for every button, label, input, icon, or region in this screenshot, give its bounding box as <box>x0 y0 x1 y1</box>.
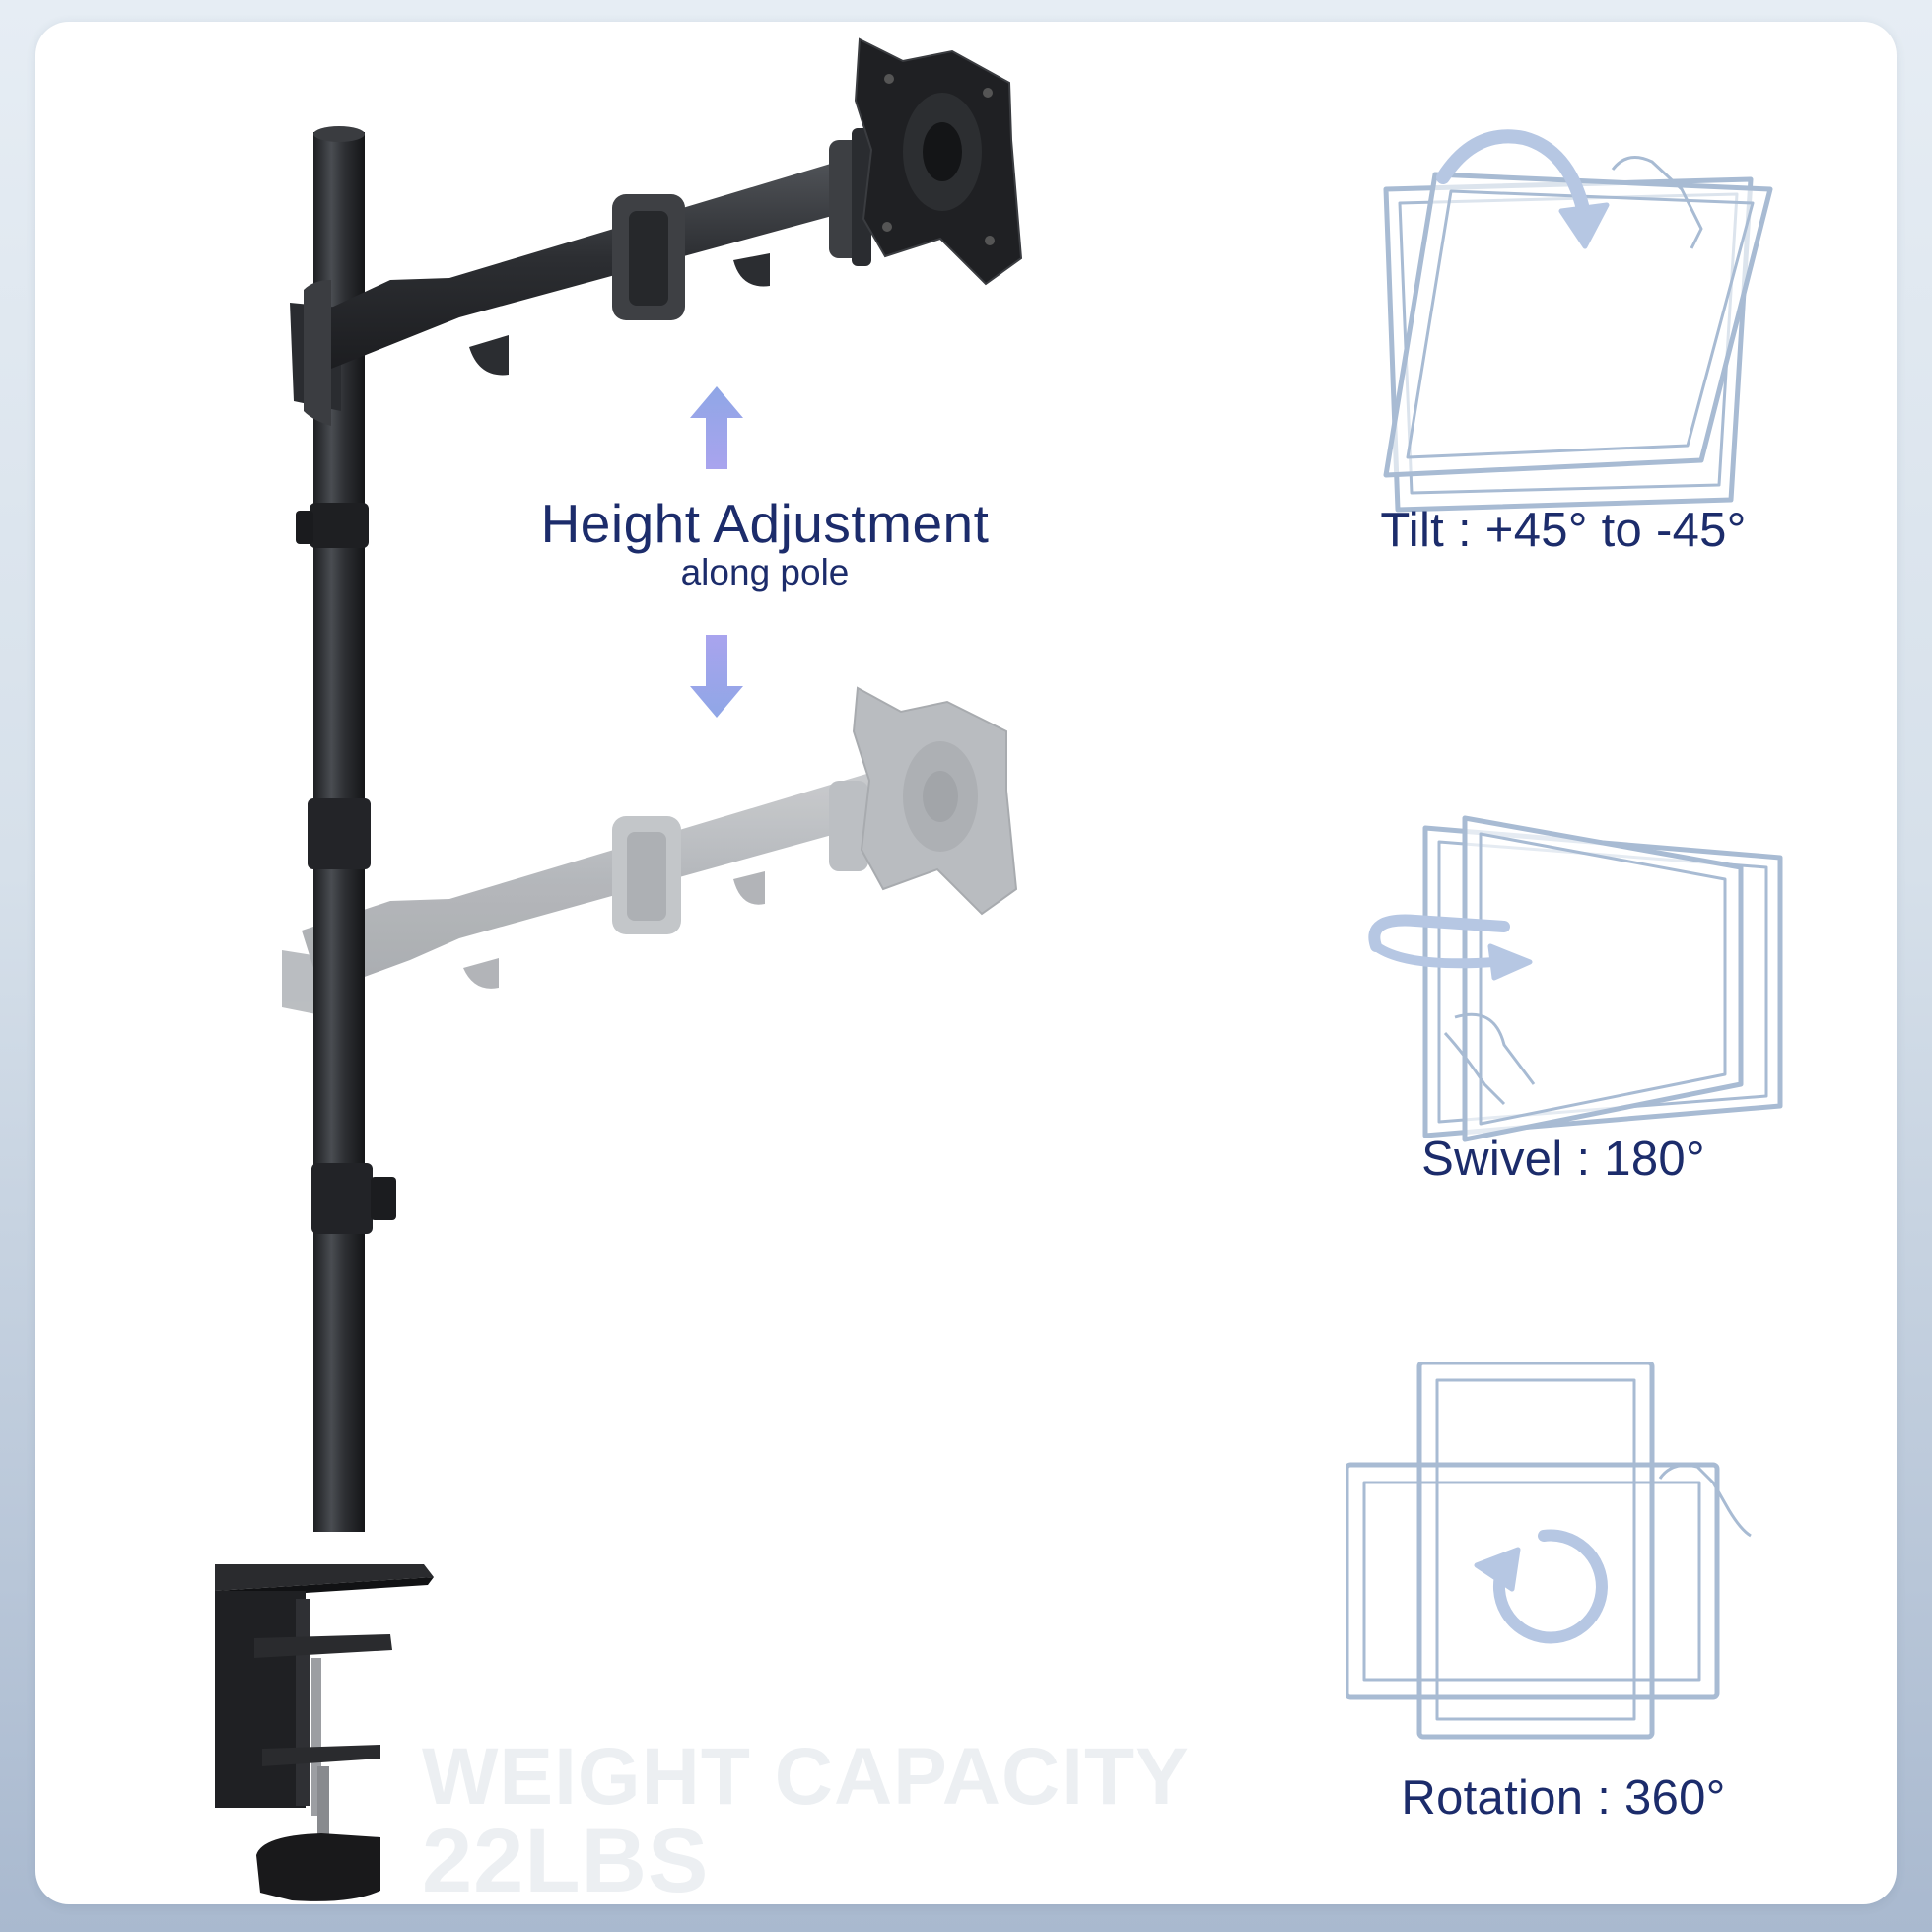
tilt-monitor-icon <box>1383 129 1773 513</box>
arrow-up-icon <box>690 386 743 469</box>
desk-clamp <box>215 1564 434 1901</box>
swivel-label: Swivel : 180° <box>1421 1133 1705 1186</box>
height-adjustment-label: Height Adjustment along pole <box>449 493 1080 593</box>
product-card: Height Adjustment along pole Tilt : +45°… <box>35 22 1897 1904</box>
rotation-monitor-icon <box>1346 1362 1752 1740</box>
arrow-down-icon <box>690 635 743 718</box>
rotation-label: Rotation : 360° <box>1401 1771 1726 1825</box>
lower-arm-ghost <box>282 686 1018 1017</box>
height-adjustment-title: Height Adjustment <box>540 493 990 554</box>
monitor-mount-illustration <box>215 37 1023 1901</box>
weight-capacity: WEIGHT CAPACITY 22LBS <box>422 1732 1190 1905</box>
tilt-label: Tilt : +45° to -45° <box>1380 504 1747 557</box>
weight-capacity-value: 22LBS <box>422 1811 710 1904</box>
height-adjustment-subtitle: along pole <box>680 552 850 592</box>
swivel-monitor-icon <box>1368 815 1783 1142</box>
upper-arm <box>290 37 1023 426</box>
weight-capacity-title: WEIGHT CAPACITY <box>422 1732 1190 1822</box>
